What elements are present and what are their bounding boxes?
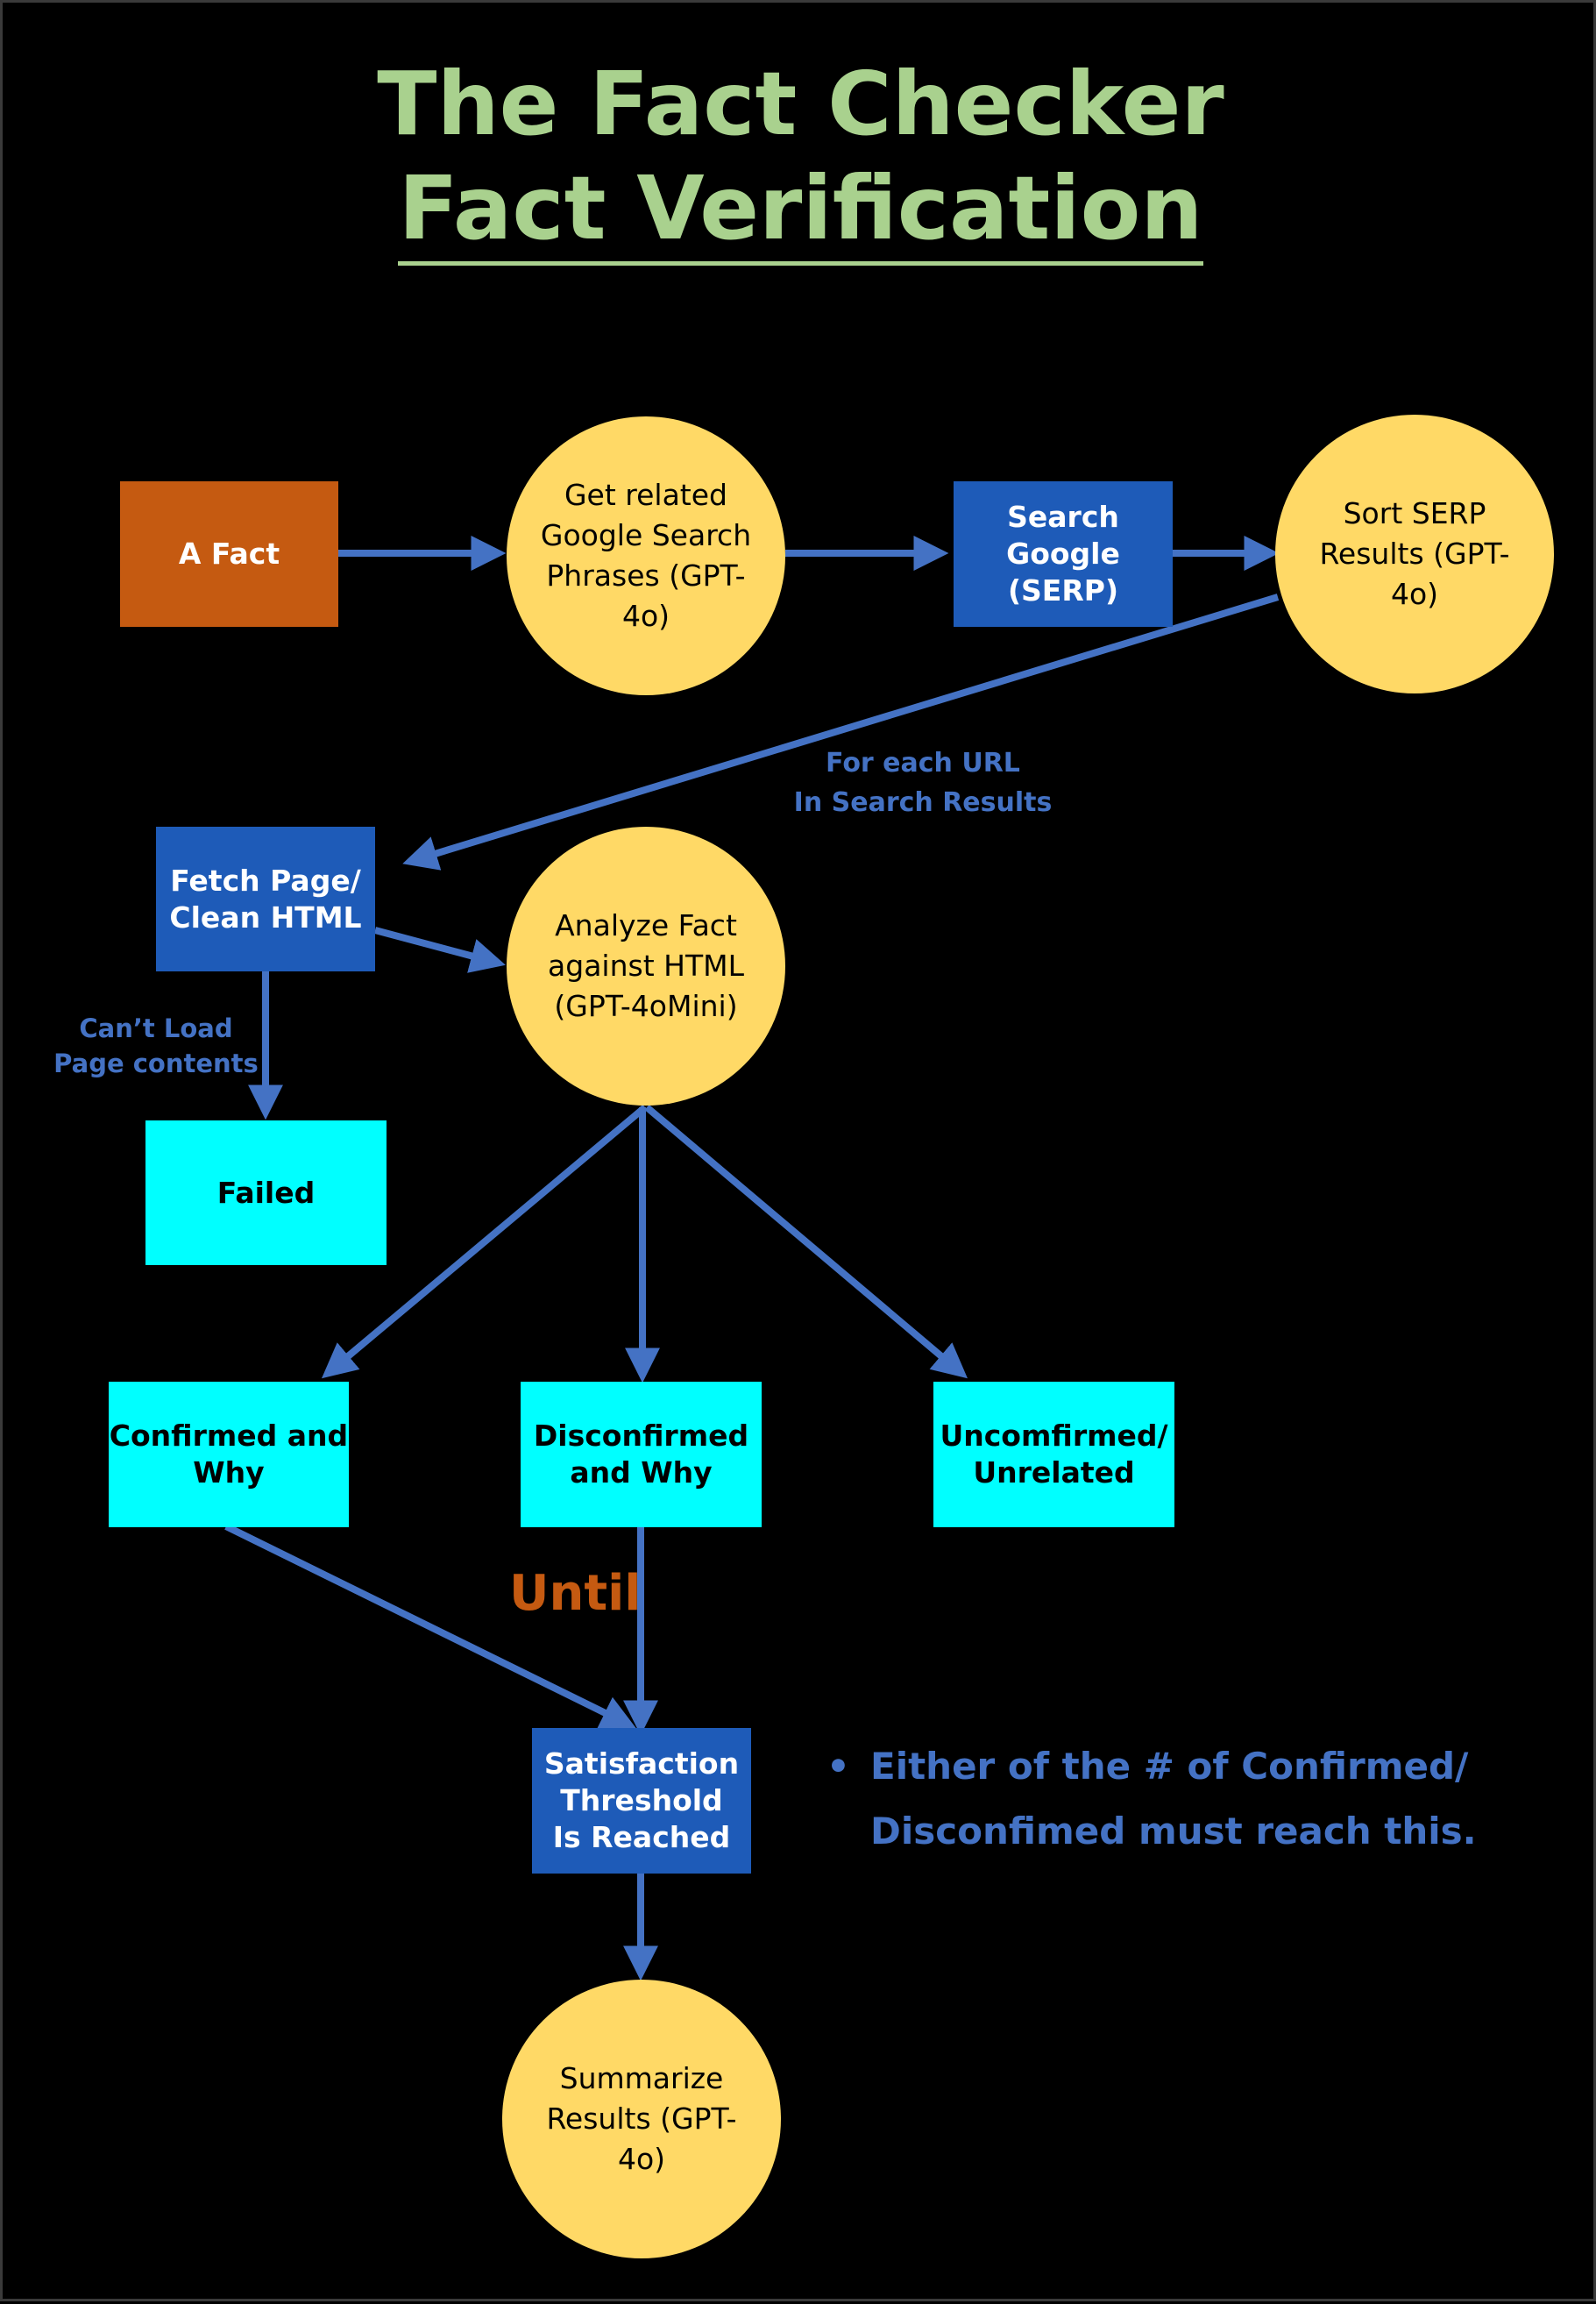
flow-arrows (224, 536, 1280, 1981)
node-a-fact: A Fact (120, 481, 338, 627)
node-get-related-phrases: Get related Google Search Phrases (GPT- … (507, 416, 785, 695)
note-bullet: • (826, 1745, 850, 1788)
node-sort-serp: Sort SERP Results (GPT- 4o) (1275, 415, 1554, 693)
arrow-analyze-to-unconfirmed (644, 1104, 968, 1379)
node-fetch-page: Fetch Page/ Clean HTML (156, 827, 375, 971)
node-analyze-fact: Analyze Fact against HTML (GPT-4oMini) (507, 827, 785, 1106)
arrow-confirmed-to-threshold (224, 1523, 636, 1729)
node-threshold: Satisfaction Threshold Is Reached (532, 1728, 751, 1874)
node-disconfirmed: Disconfirmed and Why (521, 1382, 762, 1527)
label-until: Until (509, 1565, 642, 1622)
node-failed: Failed (145, 1120, 387, 1265)
node-summarize: Summarize Results (GPT- 4o) (502, 1980, 781, 2258)
label-cant-load: Can’t Load Page contents (53, 1013, 259, 1078)
arrow-fetch-to-analyze (373, 927, 506, 973)
title-line-1: The Fact Checker (377, 53, 1224, 155)
label-for-each-url: For each URL In Search Results (793, 748, 1053, 818)
note-text: Either of the # of Confirmed/ Disconfime… (870, 1745, 1477, 1852)
arrow-analyze-to-confirmed (321, 1104, 648, 1379)
node-search-google: Search Google (SERP) (954, 481, 1173, 627)
title-line-2-text: Fact Verification (398, 157, 1203, 266)
title-line-2: Fact Verification (3, 157, 1596, 266)
arrow-sort-to-fetch (402, 594, 1280, 871)
node-confirmed: Confirmed and Why (109, 1382, 349, 1527)
node-unconfirmed: Uncomfirmed/ Unrelated (933, 1382, 1174, 1527)
